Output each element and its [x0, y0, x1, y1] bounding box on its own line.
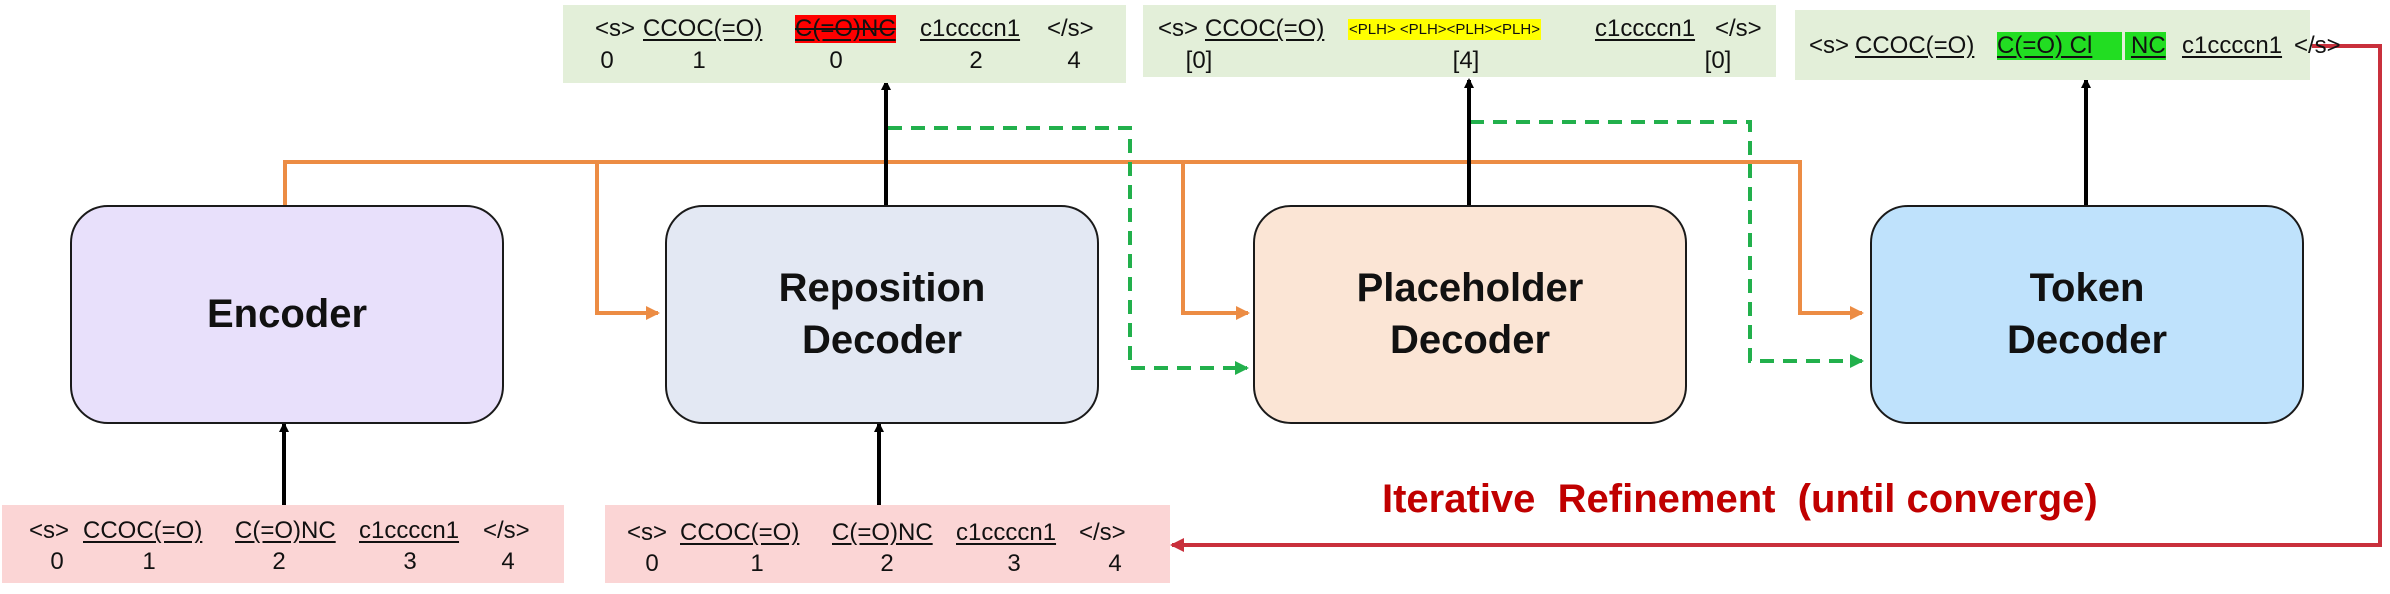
- data-flow-arrows: [279, 78, 2091, 505]
- reposition-decoder-label: Reposition Decoder: [778, 266, 986, 362]
- inserted-token: C(=O) Cl: [1997, 32, 2123, 60]
- skip-connection-dashed: [888, 120, 1864, 375]
- position-index: 1: [692, 47, 706, 74]
- placeholder-tokens: <PLH> <PLH><PLH><PLH>: [1348, 19, 1541, 40]
- token: </s>: [1715, 15, 1762, 42]
- token: C(=O)NC: [235, 517, 336, 544]
- placeholder-count: [4]: [1452, 47, 1480, 74]
- token-output-sequence: <s> CCOC(=O) C(=O) Cl NC c1ccccn1 </s>: [1795, 10, 2341, 80]
- token: </s>: [483, 517, 530, 544]
- position-index: 3: [403, 548, 417, 575]
- token: C(=O)NC: [832, 519, 933, 546]
- token: <s>: [1158, 15, 1199, 42]
- placeholder-decoder-label: Placeholder Decoder: [1356, 266, 1584, 362]
- token: CCOC(=O): [1205, 15, 1325, 42]
- encoder-box: Encoder: [70, 205, 504, 424]
- token: <s>: [595, 15, 636, 42]
- deleted-token: C(=O)NC: [795, 15, 896, 43]
- position-index: 4: [1108, 550, 1122, 577]
- iterative-refinement-loop: [1170, 44, 2382, 552]
- encoder-feed-lines: [283, 160, 1864, 320]
- position-index: 3: [1007, 550, 1021, 577]
- encoder-label: Encoder: [206, 291, 368, 336]
- position-index: 4: [501, 548, 515, 575]
- token: </s>: [2294, 32, 2341, 59]
- inserted-token: NC: [2125, 32, 2166, 60]
- reposition-input-sequence: <s> CCOC(=O) C(=O)NC c1ccccn1 </s> 0 1 2…: [605, 505, 1170, 583]
- placeholder-output-sequence: <s> CCOC(=O) <PLH> <PLH><PLH><PLH> c1ccc…: [1143, 5, 1776, 77]
- token-decoder-label: Token Decoder: [2006, 266, 2168, 362]
- reposition-decoder-box: Reposition Decoder: [665, 205, 1099, 424]
- placeholder-count: [0]: [1704, 47, 1732, 74]
- token: </s>: [1047, 15, 1094, 42]
- placeholder-count: [0]: [1185, 47, 1213, 74]
- token: CCOC(=O): [643, 15, 763, 42]
- token: CCOC(=O): [1855, 32, 1975, 59]
- position-index: 0: [829, 47, 843, 74]
- token: c1ccccn1: [1595, 15, 1696, 42]
- token: c1ccccn1: [2182, 32, 2283, 59]
- iterative-refinement-label: Iterative Refinement (until converge): [1382, 477, 2098, 521]
- position-index: 2: [272, 548, 286, 575]
- token: c1ccccn1: [956, 519, 1057, 546]
- token: <s>: [29, 517, 70, 544]
- position-index: 0: [645, 550, 659, 577]
- token-decoder-box: Token Decoder: [1870, 205, 2304, 424]
- position-index: 1: [142, 548, 156, 575]
- token: <s>: [1809, 32, 1850, 59]
- position-index: 0: [600, 47, 614, 74]
- position-index: 4: [1067, 47, 1081, 74]
- position-index: 2: [969, 47, 983, 74]
- position-index: 2: [880, 550, 894, 577]
- position-index: 0: [50, 548, 64, 575]
- encoder-input-sequence: <s> CCOC(=O) C(=O)NC c1ccccn1 </s> 0 1 2…: [2, 505, 564, 583]
- token: </s>: [1079, 519, 1126, 546]
- token: <s>: [627, 519, 668, 546]
- placeholder-decoder-box: Placeholder Decoder: [1253, 205, 1687, 424]
- token: CCOC(=O): [680, 519, 800, 546]
- token: c1ccccn1: [920, 15, 1021, 42]
- position-index: 1: [750, 550, 764, 577]
- token: c1ccccn1: [359, 517, 460, 544]
- token: CCOC(=O): [83, 517, 203, 544]
- reposition-output-sequence: <s> CCOC(=O) C(=O)NC c1ccccn1 </s> 0 1 0…: [563, 5, 1126, 83]
